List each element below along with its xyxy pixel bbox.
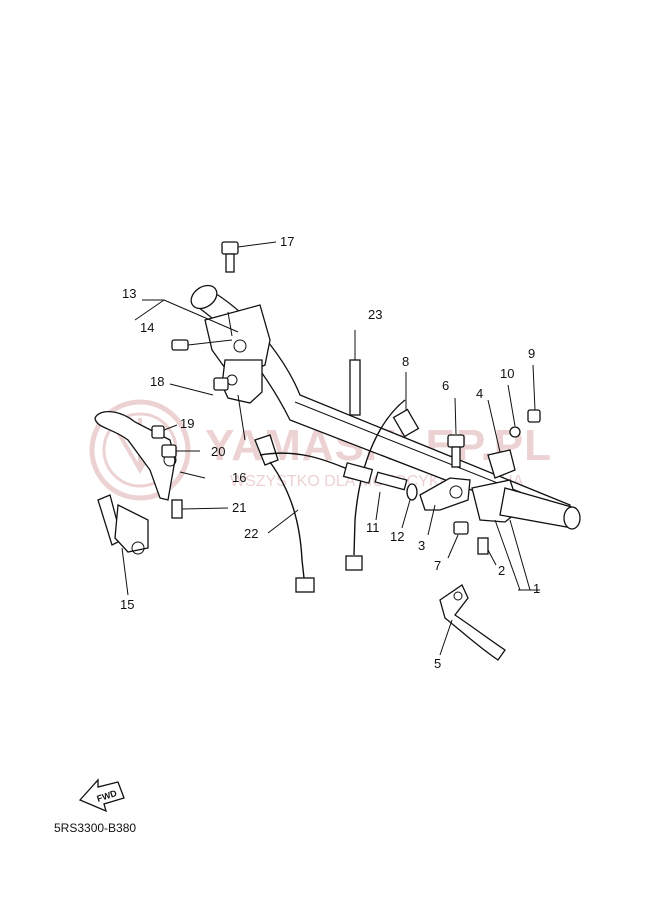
callout-22: 22 <box>244 526 258 541</box>
fwd-arrow-icon: FWD <box>78 778 125 813</box>
adjuster-21 <box>171 499 229 519</box>
callout-11: 11 <box>366 520 380 535</box>
callout-3: 3 <box>418 538 425 553</box>
callout-17: 17 <box>280 234 294 249</box>
cable-8 <box>345 372 420 571</box>
callout-7: 7 <box>434 558 441 573</box>
bolt-6 <box>447 397 465 468</box>
cable-tie-23 <box>349 330 361 416</box>
left-lever-holder <box>204 304 271 404</box>
lever-5 <box>439 584 506 661</box>
nut-18 <box>169 377 229 396</box>
screw-9 <box>527 364 541 423</box>
callout-4: 4 <box>476 386 483 401</box>
callout-21: 21 <box>232 500 246 515</box>
bolt-14 <box>171 339 233 351</box>
cable-22 <box>237 394 315 593</box>
callout-8: 8 <box>402 354 409 369</box>
bracket-4 <box>487 399 516 479</box>
callout-10: 10 <box>500 366 514 381</box>
callout-labels: 1 2 3 4 5 6 7 8 9 10 11 12 13 14 15 16 1… <box>120 234 540 671</box>
switch-15 <box>97 494 149 596</box>
screw-19 <box>151 424 178 439</box>
leader-13 <box>134 299 239 333</box>
callout-20: 20 <box>211 444 225 459</box>
callout-9: 9 <box>528 346 535 361</box>
screw-2 <box>477 537 497 566</box>
nut-7 <box>447 521 469 559</box>
bolt-17 <box>221 241 277 273</box>
callout-23: 23 <box>368 307 382 322</box>
callout-19: 19 <box>180 416 194 431</box>
grip-housing-1 <box>471 479 581 591</box>
cable-adjuster-11-12 <box>259 452 418 529</box>
callout-6: 6 <box>442 378 449 393</box>
callout-15: 15 <box>120 597 134 612</box>
callout-12: 12 <box>390 529 404 544</box>
leader-16 <box>179 471 206 479</box>
callout-1: 1 <box>533 581 540 596</box>
washer-10 <box>507 384 521 438</box>
callout-18: 18 <box>150 374 164 389</box>
right-lever-holder <box>419 477 471 536</box>
drawing-code: 5RS3300-B380 <box>54 821 137 835</box>
nut-20 <box>161 444 200 458</box>
callout-14: 14 <box>140 320 154 335</box>
callout-2: 2 <box>498 563 505 578</box>
callout-16: 16 <box>232 470 246 485</box>
callout-5: 5 <box>434 656 441 671</box>
callout-13: 13 <box>122 286 136 301</box>
